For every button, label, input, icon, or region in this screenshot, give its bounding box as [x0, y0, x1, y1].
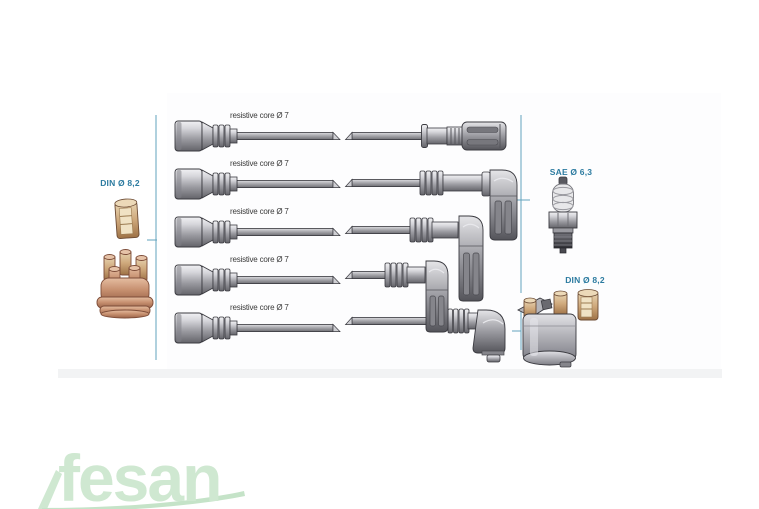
left-bracket: [147, 115, 157, 360]
right-bracket-coil: [512, 310, 522, 350]
shadow-strip: [58, 369, 722, 378]
cable-row-4-right: [344, 260, 449, 333]
din-distributor-label: DIN Ø 8,2: [100, 178, 140, 188]
sae-spark-plug-label: SAE Ø 6,3: [549, 167, 593, 177]
cable-core-label-4: resistive core Ø 7: [230, 255, 289, 264]
coil-terminal-icon: [577, 289, 599, 321]
watermark-leaf-icon: [38, 470, 62, 509]
din-coil-label: DIN Ø 8,2: [565, 275, 605, 285]
cable-row-2-right: [344, 169, 518, 241]
cable-row-3-right: [344, 215, 484, 302]
cable-core-label-5: resistive core Ø 7: [230, 303, 289, 312]
watermark-brand: fesan: [58, 441, 222, 509]
ignition-coil-icon: [517, 290, 577, 368]
distributor-cap-icon: [96, 249, 154, 319]
distributor-terminal-icon: [114, 198, 140, 239]
cable-core-label-1: resistive core Ø 7: [230, 111, 289, 120]
cable-core-label-3: resistive core Ø 7: [230, 207, 289, 216]
spark-plug-icon: [548, 176, 578, 254]
watermark-underline-icon: [42, 491, 245, 509]
cable-row-5-right: [344, 308, 506, 363]
cable-core-label-2: resistive core Ø 7: [230, 159, 289, 168]
cable-row-1-right: [344, 121, 507, 151]
